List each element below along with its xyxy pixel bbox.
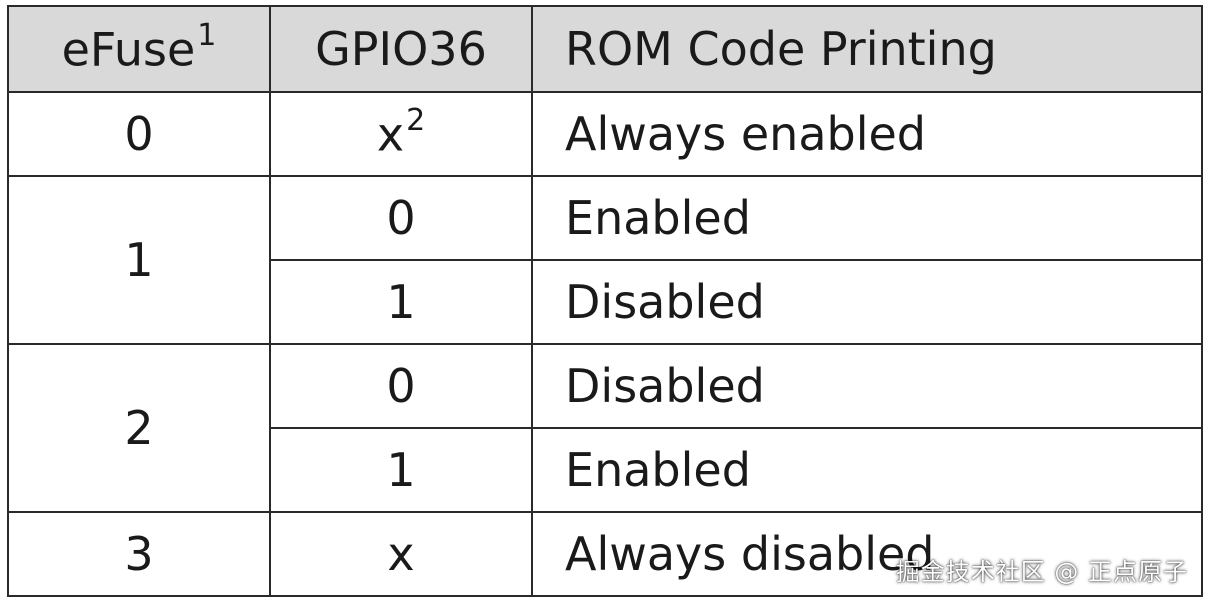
printing-cell: Enabled [531, 175, 1203, 261]
efuse-cell: 0 [7, 91, 271, 177]
header-efuse-label: eFuse [61, 22, 196, 77]
printing-cell: Disabled [531, 259, 1203, 345]
table-row: 1 0 Enabled [7, 175, 1203, 345]
table-row: 3 x Always disabled [7, 511, 1203, 597]
watermark: 掘金技术社区 @ 正点原子 [895, 558, 1188, 586]
rom-code-printing-table: eFuse1 GPIO36 ROM Code Printing 0 x2 Alw… [7, 5, 1203, 597]
gpio-cell: x [269, 511, 533, 597]
gpio-value: x [376, 107, 405, 162]
printing-cell: Always disabled [531, 511, 1203, 597]
efuse-cell: 1 [7, 175, 271, 345]
table-row: 0 x2 Always enabled [7, 91, 1203, 177]
gpio-footnote: 2 [406, 102, 426, 138]
gpio-cell: x2 [269, 91, 533, 177]
header-efuse: eFuse1 [7, 5, 271, 93]
gpio-cell: 0 [269, 343, 533, 429]
gpio-cell: 1 [269, 427, 533, 513]
table-row: 1 Disabled [8, 259, 1203, 345]
gpio-cell: 0 [269, 175, 533, 261]
table-row: 2 0 Disabled [7, 343, 1203, 513]
header-rom-code-printing: ROM Code Printing [531, 5, 1203, 93]
printing-cell: Always enabled [531, 91, 1203, 177]
table-row: 1 Enabled [8, 427, 1203, 513]
efuse-cell: 3 [7, 511, 271, 597]
gpio-cell: 1 [269, 259, 533, 345]
printing-cell: Disabled [531, 343, 1203, 429]
header-gpio36: GPIO36 [269, 5, 533, 93]
header-efuse-footnote: 1 [197, 17, 217, 53]
efuse-cell: 2 [7, 343, 271, 513]
table-header-row: eFuse1 GPIO36 ROM Code Printing [7, 5, 1203, 93]
printing-cell: Enabled [531, 427, 1203, 513]
